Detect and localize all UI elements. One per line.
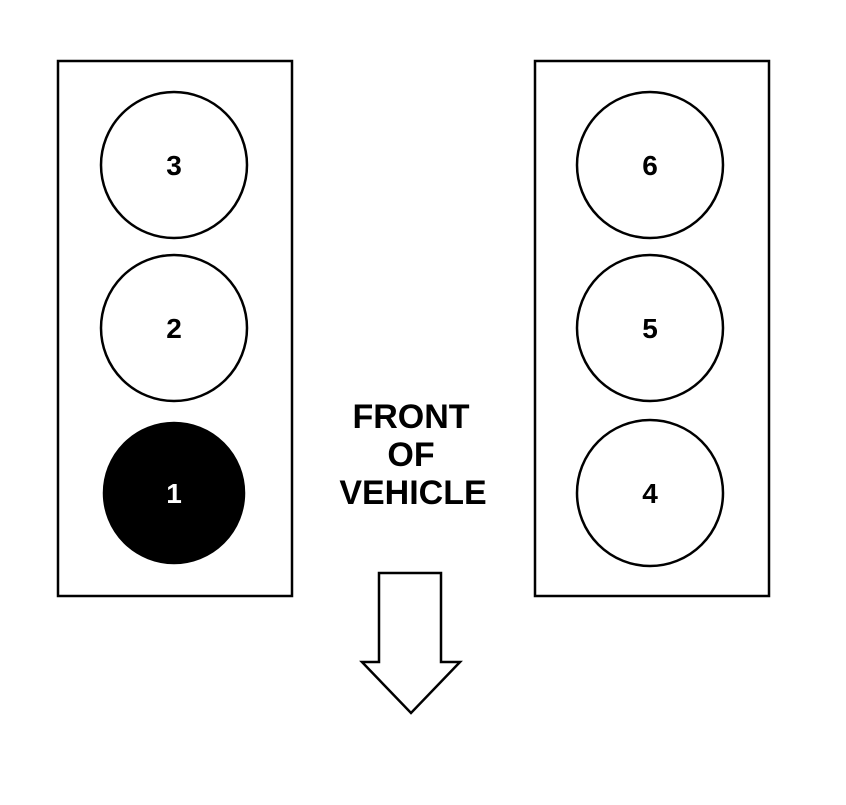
left-bank: 3 2 1 — [56, 59, 294, 598]
cylinder-2-circle — [99, 253, 249, 403]
right-bank: 6 5 4 — [533, 59, 771, 598]
cylinder-2: 2 — [99, 253, 249, 403]
cylinder-6-circle — [575, 90, 725, 240]
right-bank-frame — [533, 59, 771, 598]
down-arrow-shape — [359, 571, 463, 715]
left-bank-frame — [56, 59, 294, 598]
cylinder-3: 3 — [99, 90, 249, 240]
cylinder-3-circle — [99, 90, 249, 240]
cylinder-2-label: 2 — [166, 313, 182, 344]
cylinder-4-circle — [575, 418, 725, 568]
cylinder-4: 4 — [575, 418, 725, 568]
front-label-line-2: OF — [387, 436, 434, 474]
cylinder-5: 5 — [575, 253, 725, 403]
cylinder-1-label: 1 — [166, 478, 182, 509]
front-label-line-1: FRONT — [352, 398, 469, 436]
cylinder-4-label: 4 — [642, 478, 658, 509]
down-arrow-icon — [359, 571, 463, 715]
cylinder-6: 6 — [575, 90, 725, 240]
front-of-vehicle-label: FRONT OF VEHICLE — [339, 398, 486, 512]
cylinder-5-label: 5 — [642, 313, 658, 344]
cylinder-3-label: 3 — [166, 150, 182, 181]
cylinder-5-circle — [575, 253, 725, 403]
cylinder-6-label: 6 — [642, 150, 658, 181]
cylinder-1: 1 — [102, 421, 246, 565]
cylinder-1-circle — [102, 421, 246, 565]
front-label-line-3: VEHICLE — [339, 474, 486, 512]
